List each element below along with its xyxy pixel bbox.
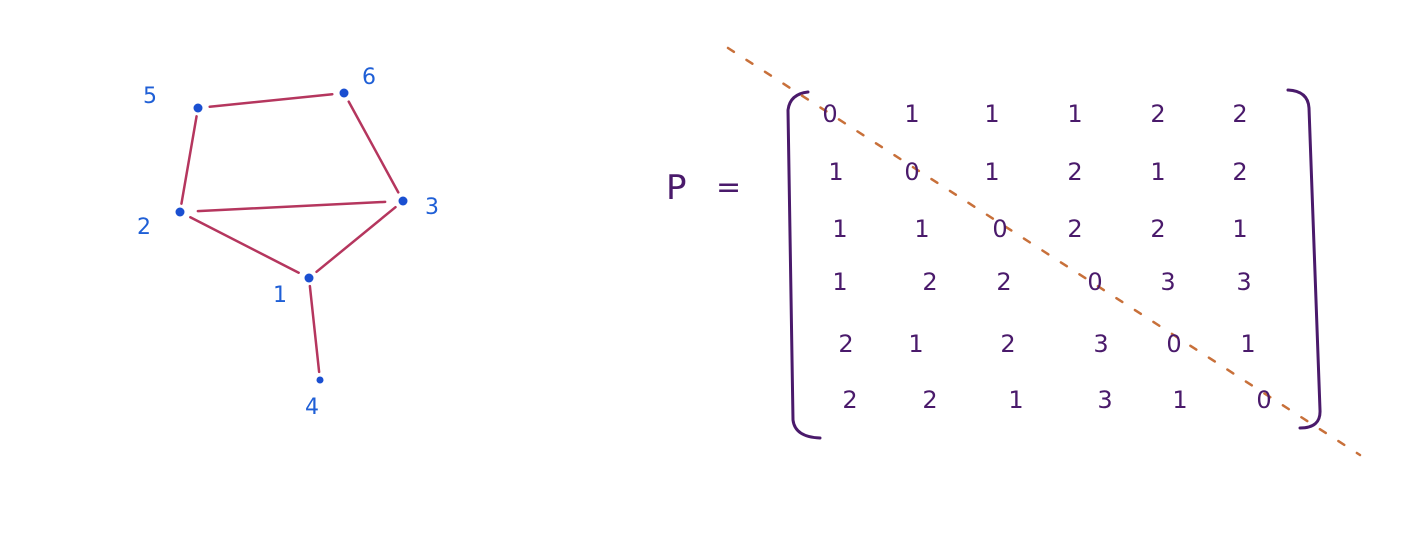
graph-nodes — [175, 88, 408, 384]
matrix-right-bracket — [1286, 88, 1322, 430]
matrix-cell-r5-c5: 0 — [1166, 330, 1181, 358]
matrix-cell-r1-c4: 1 — [1067, 100, 1082, 128]
matrix-cell-r1-c6: 2 — [1232, 100, 1247, 128]
graph-node-3 — [398, 196, 408, 206]
matrix-cell-r6-c2: 2 — [922, 386, 937, 414]
matrix-cell-r6-c3: 1 — [1008, 386, 1023, 414]
graph-node-labels: 1 2 3 4 5 6 — [137, 65, 439, 420]
graph-node-2 — [175, 207, 185, 217]
graph-edge-5-2 — [180, 115, 198, 205]
matrix-cell-r3-c2: 1 — [914, 215, 929, 243]
graph-node-label-6: 6 — [362, 65, 376, 90]
matrix-cell-r3-c5: 2 — [1150, 215, 1165, 243]
graph-edges — [180, 92, 400, 374]
graph-node-label-3: 3 — [425, 195, 439, 220]
matrix-cell-r4-c2: 2 — [922, 268, 937, 296]
matrix-cell-r2-c3: 1 — [984, 158, 999, 186]
graph-node-6 — [339, 88, 349, 98]
matrix-cell-r3-c1: 1 — [832, 215, 847, 243]
matrix-cell-r6-c4: 3 — [1097, 386, 1112, 414]
matrix-cell-r4-c5: 3 — [1160, 268, 1175, 296]
graph-edge-5-6 — [208, 92, 334, 109]
matrix-cell-r2-c2: 0 — [904, 158, 919, 186]
graph-node-4 — [316, 376, 324, 384]
matrix-cell-r4-c6: 3 — [1236, 268, 1251, 296]
graph-edge-2-3 — [196, 200, 387, 213]
graph-edge-6-3 — [347, 100, 400, 194]
matrix-cell-r3-c3: 0 — [992, 215, 1007, 243]
matrix-cell-r5-c3: 2 — [1000, 330, 1015, 358]
matrix-cell-r4-c1: 1 — [832, 268, 847, 296]
matrix-cell-r5-c6: 1 — [1240, 330, 1255, 358]
graph-edge-2-1 — [189, 216, 300, 274]
matrix-left-bracket — [786, 90, 822, 440]
matrix-cell-r1-c5: 2 — [1150, 100, 1165, 128]
main-diagonal-line — [726, 46, 1362, 457]
matrix-cell-r6-c1: 2 — [842, 386, 857, 414]
graph-node-1 — [304, 273, 314, 283]
matrix-cell-r1-c2: 1 — [904, 100, 919, 128]
graph: 1 2 3 4 5 6 — [137, 65, 439, 420]
matrix-cell-r4-c4: 0 — [1087, 268, 1102, 296]
matrix-cell-r5-c1: 2 — [838, 330, 853, 358]
matrix-cell-r2-c5: 1 — [1150, 158, 1165, 186]
graph-node-label-4: 4 — [305, 395, 319, 420]
matrix-equals: = — [716, 170, 741, 205]
matrix-cell-r6-c5: 1 — [1172, 386, 1187, 414]
graph-edge-3-1 — [315, 205, 397, 274]
matrix-cell-r6-c6: 0 — [1256, 386, 1271, 414]
graph-node-label-5: 5 — [143, 84, 157, 109]
graph-node-5 — [193, 103, 203, 113]
matrix-cell-r2-c1: 1 — [828, 158, 843, 186]
matrix-cell-r1-c1: 0 — [822, 100, 837, 128]
matrix-cell-r2-c4: 2 — [1067, 158, 1082, 186]
matrix-cell-r1-c3: 1 — [984, 100, 999, 128]
matrix-cell-r5-c4: 3 — [1093, 330, 1108, 358]
matrix-cell-r2-c6: 2 — [1232, 158, 1247, 186]
matrix-cell-r5-c2: 1 — [908, 330, 923, 358]
graph-node-label-1: 1 — [273, 283, 287, 308]
matrix-name: P — [666, 168, 687, 208]
matrix-cell-r3-c6: 1 — [1232, 215, 1247, 243]
graph-edge-1-4 — [308, 284, 321, 374]
matrix-cell-r4-c3: 2 — [996, 268, 1011, 296]
matrix-cell-r3-c4: 2 — [1067, 215, 1082, 243]
graph-node-label-2: 2 — [137, 215, 151, 240]
